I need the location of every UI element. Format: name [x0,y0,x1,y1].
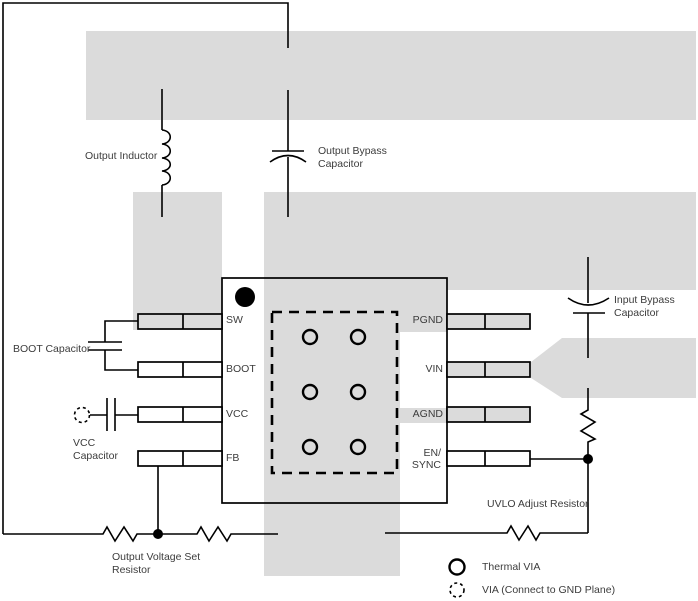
legend-thermal-via-label: Thermal VIA [482,561,541,573]
output-voltage-set-resistor-label: Output Voltage Set Resistor [112,551,200,576]
pin-label-fb: FB [226,452,240,464]
thermal-via-4 [349,383,367,401]
thermal-via-6 [349,438,367,456]
thermal-via-1 [301,328,319,346]
pin-label-en-line1: EN/ [423,447,441,459]
input-bypass-capacitor-label: Input Bypass Capacitor [614,294,675,319]
legend-thermal-via-icon [448,558,466,576]
input-bypass-capacitor-symbol [567,257,610,358]
pad-sw [137,313,223,330]
vcc-capacitor-label: VCC Capacitor [73,437,118,462]
legend-gnd-via-label: VIA (Connect to GND Plane) [482,584,616,596]
pin-label-vcc: VCC [226,408,249,420]
thermal-via-5 [301,438,319,456]
pad-agnd [446,406,531,423]
uvlo-resistor-horizontal [385,524,588,542]
pad-vin [446,361,531,378]
pin-label-pgnd: PGND [412,314,443,326]
vcc-capacitor-symbol [90,398,138,431]
vcc-gnd-via-symbol [73,406,91,424]
uvlo-resistor-label: UVLO Adjust Resistor [487,498,589,510]
output-voltage-set-resistor-symbol [3,525,278,543]
thermal-via-2 [349,328,367,346]
boot-capacitor-symbol [88,320,138,371]
thermal-via-3 [301,383,319,401]
agnd-connect-strip [398,408,447,423]
pad-boot [137,361,223,378]
pin-label-boot: BOOT [226,363,256,375]
ovsr-line2: Resistor [112,563,151,576]
sw-plane [133,192,222,330]
pad-pgnd [446,313,531,330]
vcc-capacitor-line1: VCC [73,437,96,449]
output-bypass-capacitor-label: Output Bypass Capacitor [318,145,387,170]
input-bypass-line2: Capacitor [614,306,659,319]
pin-label-en-sync: EN/ SYNC [381,447,441,471]
pin-label-vin: VIN [425,363,443,375]
pad-en-sync [446,450,531,467]
ovsr-line1: Output Voltage Set [112,551,201,563]
pin-label-agnd: AGND [412,408,443,420]
thermal-pad-outline [270,310,399,475]
output-inductor-symbol [161,129,172,186]
input-bypass-line1: Input Bypass [614,294,675,306]
en-junction-dot [583,454,593,464]
output-bypass-line2: Capacitor [318,157,363,170]
vout-trace [2,2,289,534]
legend-gnd-via-icon [449,582,465,598]
vin-plane-wedge [531,338,696,398]
ic-outline [221,277,448,504]
pad-fb [137,450,223,467]
pin-label-sw: SW [226,314,243,326]
pad-vcc [137,406,223,423]
output-bypass-line1: Output Bypass [318,145,387,157]
boot-capacitor-label: BOOT Capacitor [13,343,91,355]
output-plane [86,31,696,120]
feedback-junction-dot [153,529,163,539]
vcc-capacitor-line2: Capacitor [73,449,118,462]
pin-label-en-line2: SYNC [411,458,441,471]
output-inductor-label: Output Inductor [85,150,158,162]
output-bypass-capacitor-symbol [269,150,307,163]
uvlo-resistor-vertical [579,388,597,533]
pin1-marker [235,287,255,307]
